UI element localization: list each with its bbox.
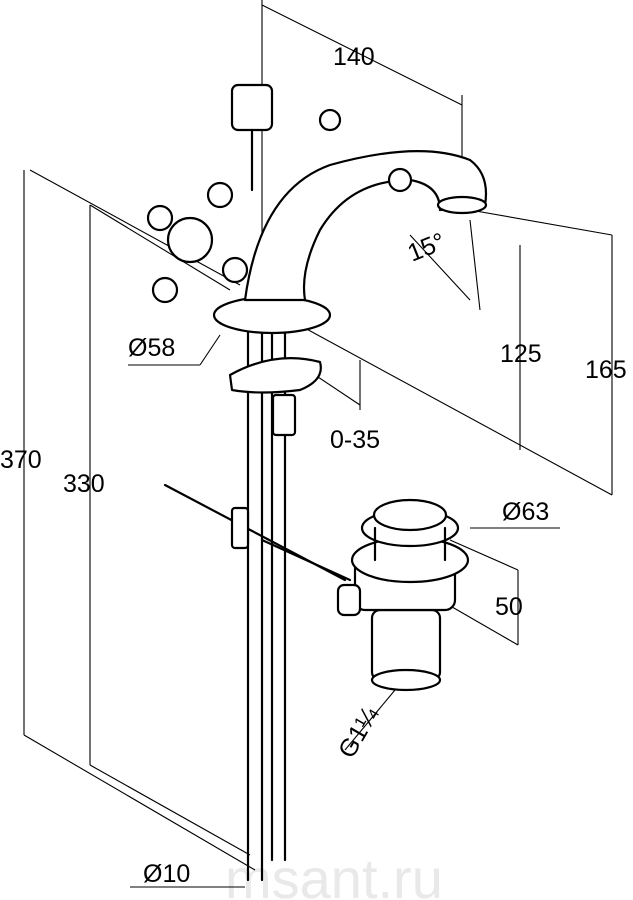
dim-deck-thickness: 0-35 (330, 426, 380, 454)
dim-hose-length: 330 (63, 470, 105, 498)
dim-waste-diameter: Ø63 (502, 498, 549, 526)
faucet-illustration (146, 83, 488, 882)
waste-illustration (163, 483, 470, 692)
dim-total-spout-height: 165 (585, 356, 627, 384)
dim-base-diameter: Ø58 (128, 334, 175, 362)
dim-spout-reach: 140 (333, 43, 375, 71)
dimension-lines (23, 0, 613, 888)
dim-waste-height: 50 (495, 593, 523, 621)
dim-overall-height: 370 (0, 446, 42, 474)
dim-spout-angle: 15° (404, 227, 450, 267)
watermark: msant.ru (225, 847, 443, 900)
dim-waste-thread: G1¼ (333, 701, 385, 763)
dim-spout-height: 125 (500, 340, 542, 368)
dim-hose-diameter: Ø10 (143, 860, 190, 888)
